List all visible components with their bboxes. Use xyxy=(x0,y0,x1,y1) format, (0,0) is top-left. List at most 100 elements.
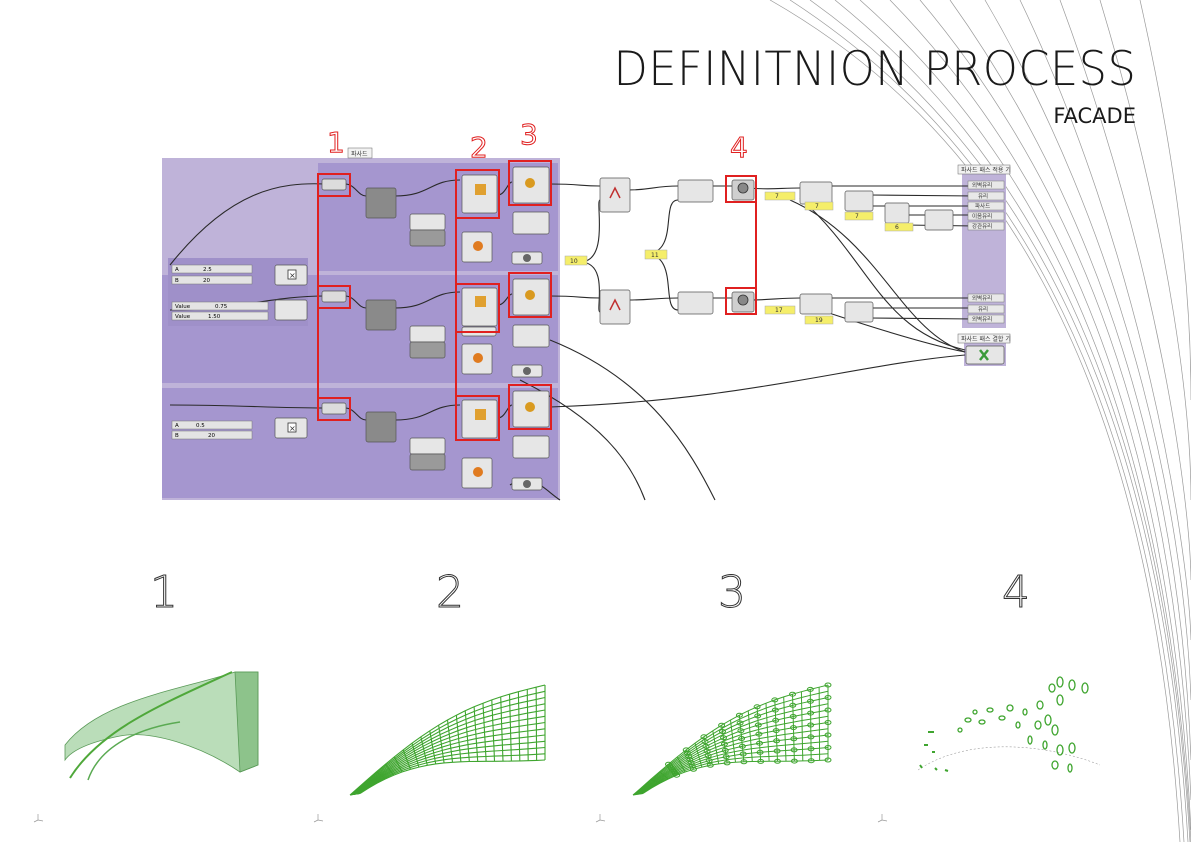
pipe-ring xyxy=(737,728,745,734)
step-label-3: 3 xyxy=(718,567,747,619)
panel-7[interactable] xyxy=(764,305,796,315)
curve-param-2[interactable] xyxy=(321,290,347,303)
wires xyxy=(169,179,976,501)
pipe-ring xyxy=(756,740,763,746)
list-item-6[interactable] xyxy=(844,301,874,323)
pipe-ring xyxy=(722,754,730,760)
panel-6[interactable] xyxy=(884,222,914,232)
output-tag-b-label: 파사드 패스 결합 기 xyxy=(961,335,1011,343)
curve-param-3[interactable] xyxy=(321,402,347,415)
pipe-ring xyxy=(806,686,814,692)
output-param-7: 유리 xyxy=(978,305,988,313)
curve-param-1[interactable] xyxy=(321,178,347,191)
panel-1-text: 10 xyxy=(570,258,578,265)
merge-icon xyxy=(979,349,989,361)
pipe-ring xyxy=(790,758,798,764)
output-param-2: 유리 xyxy=(978,192,988,200)
panel-1[interactable] xyxy=(564,255,588,266)
slider-value2-label: Value xyxy=(175,314,191,320)
divide-icon-2 xyxy=(475,296,486,307)
pipe-ring xyxy=(824,745,832,750)
pipe-ring xyxy=(687,760,695,766)
geometry-surface xyxy=(64,671,259,781)
preview-icon-3 xyxy=(525,402,535,412)
panel-5[interactable] xyxy=(844,211,874,221)
slider-a1-label: A xyxy=(175,267,179,273)
pipe-icon-3 xyxy=(473,467,483,477)
canvas-marker-2: 2 xyxy=(470,131,489,165)
graph-mapper-2[interactable] xyxy=(599,289,631,325)
pipe-ring xyxy=(688,763,696,769)
pipe-ring xyxy=(824,707,832,713)
output-param-3: 파사드 xyxy=(975,202,990,210)
slider-b2[interactable] xyxy=(171,430,253,440)
slider-a2[interactable] xyxy=(171,420,253,430)
pipe-icon-1 xyxy=(473,241,483,251)
panels[interactable]: 10 11 7 7 7 6 17 19 xyxy=(564,191,914,325)
highlight-boxes xyxy=(317,160,757,441)
graph-component-1[interactable] xyxy=(409,229,446,247)
output-param-8: 외벽유리 xyxy=(972,315,992,323)
divide-icon-1 xyxy=(475,184,486,195)
pipe-ring xyxy=(824,695,832,700)
list-item-5[interactable] xyxy=(799,293,833,315)
pipe-ring xyxy=(771,707,779,713)
list-item-3[interactable] xyxy=(884,202,910,224)
pipe-ring xyxy=(720,735,727,741)
shader-1[interactable] xyxy=(512,211,550,235)
series-component-3[interactable] xyxy=(409,437,446,455)
math-component[interactable] xyxy=(274,299,308,321)
list-item-1[interactable] xyxy=(799,181,833,205)
slider-a2-label: A xyxy=(175,423,179,429)
output-param-5: 강관유리 xyxy=(972,222,992,230)
pipe-ring xyxy=(682,747,690,753)
pipe-ring xyxy=(685,753,693,759)
panel-3[interactable] xyxy=(764,191,796,201)
graph-mapper-1[interactable] xyxy=(599,177,631,213)
pipe-ring xyxy=(738,743,746,749)
slider-group[interactable]: A 2.5 B 20 Value 0.75 Value 1.50 A 0.5 B… xyxy=(171,264,269,440)
shader-2[interactable] xyxy=(512,324,550,348)
slider-b2-value: 20 xyxy=(208,433,215,439)
slider-value2[interactable] xyxy=(171,311,269,321)
slider-value1-label: Value xyxy=(175,304,191,310)
slider-b1[interactable] xyxy=(171,275,253,285)
panel-2[interactable] xyxy=(644,249,668,260)
output-params[interactable]: 외벽유리 유리 파사드 이음유리 강관유리 외벽유리 유리 외벽유리 xyxy=(967,180,1005,324)
pipe-ring xyxy=(824,682,832,688)
pipe-ring xyxy=(807,722,815,728)
step-label-1: 1 xyxy=(150,567,179,619)
slider-a2-value: 0.5 xyxy=(196,423,205,429)
graph-component-3[interactable] xyxy=(409,453,446,471)
graph-icon-2 xyxy=(609,298,621,311)
list-item-2[interactable] xyxy=(844,190,874,212)
canvas-marker-3: 3 xyxy=(520,118,539,152)
loft-component-1[interactable] xyxy=(365,187,397,219)
components[interactable] xyxy=(274,166,1005,491)
graph-component-2[interactable] xyxy=(409,341,446,359)
pipe-ring xyxy=(806,698,814,704)
pipe-ring xyxy=(740,759,748,765)
dispatch-1[interactable] xyxy=(677,179,714,203)
series-component-2[interactable] xyxy=(409,325,446,343)
mesh-line xyxy=(350,690,546,796)
pipe-ring xyxy=(790,747,798,753)
panel-8[interactable] xyxy=(804,315,834,325)
output-tag-a xyxy=(957,164,1011,175)
series-component-1[interactable] xyxy=(409,213,446,231)
slider-a1[interactable] xyxy=(171,264,253,274)
output-param-4: 이음유리 xyxy=(972,212,992,220)
dispatch-2[interactable] xyxy=(677,291,714,315)
pipe-icon-2 xyxy=(473,353,483,363)
shader-3[interactable] xyxy=(512,435,550,459)
pipe-ring xyxy=(807,710,815,716)
loft-component-2[interactable] xyxy=(365,299,397,331)
graph-icon-1 xyxy=(609,186,621,199)
loft-component-3[interactable] xyxy=(365,411,397,443)
panel-4[interactable] xyxy=(804,201,834,211)
cull-icon-1 xyxy=(737,182,749,194)
list-item-4[interactable] xyxy=(924,209,954,231)
preview-icon-2 xyxy=(525,290,535,300)
slider-value1[interactable] xyxy=(171,301,269,311)
